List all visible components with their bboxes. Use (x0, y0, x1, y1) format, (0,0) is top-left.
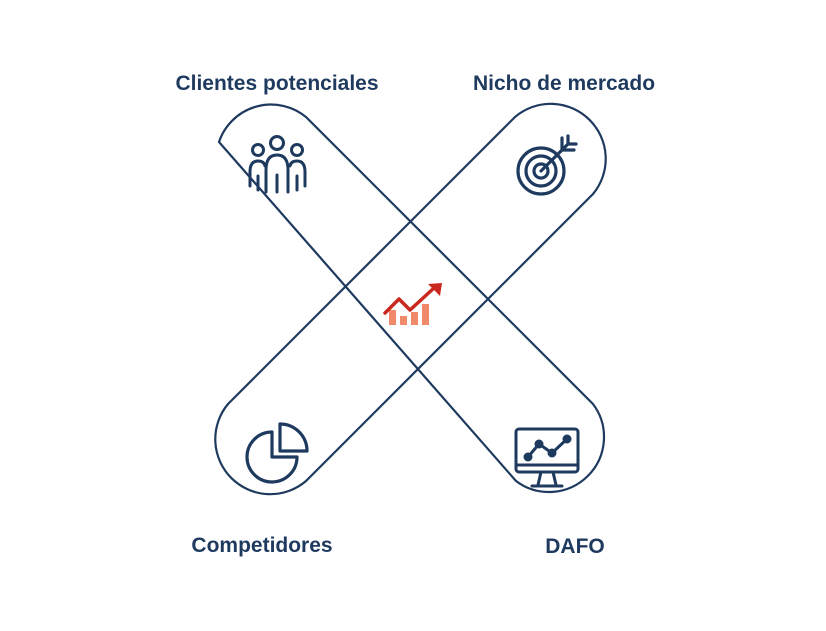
band-clientes-dafo (217, 103, 606, 494)
label-competidores: Competidores (191, 534, 333, 557)
pie-chart-icon (245, 422, 309, 484)
label-nicho-de-mercado: Nicho de mercado (472, 72, 656, 95)
people-group-icon (248, 135, 307, 194)
growth-bar-chart-icon (383, 283, 442, 325)
target-arrow-icon (516, 134, 578, 196)
monitor-line-chart-icon (514, 427, 580, 488)
label-clientes-potenciales: Clientes potenciales (175, 72, 379, 95)
band-nicho-competidores (214, 102, 607, 496)
label-dafo: DAFO (545, 535, 605, 558)
